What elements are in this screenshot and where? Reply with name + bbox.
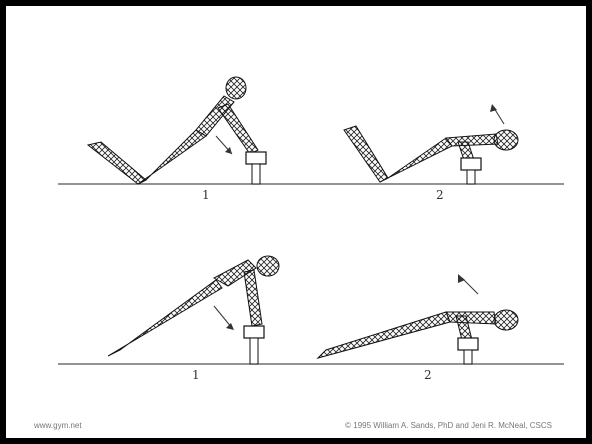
hand-block-left (246, 152, 266, 184)
down-arrow-icon (216, 136, 232, 154)
footer-source: www.gym.net (34, 421, 82, 430)
hand-block-right (461, 158, 481, 184)
bottom-exercise-row: 1 2 (6, 220, 586, 380)
figure-kneeling-start (88, 77, 258, 184)
down-arrow-icon (214, 306, 234, 330)
footer-copyright: © 1995 William A. Sands, PhD and Jeni R.… (345, 421, 552, 430)
up-arrow-icon (490, 104, 504, 124)
slide-page: 1 2 (6, 6, 586, 438)
bottom-row-illustration (6, 220, 586, 380)
step-label-2: 2 (424, 368, 432, 382)
up-arrow-icon (458, 274, 478, 294)
figure-kneeling-push (344, 126, 518, 182)
top-exercise-row: 1 2 (6, 42, 586, 202)
step-label-1: 1 (202, 188, 210, 202)
top-row-illustration (6, 42, 586, 202)
step-label-1: 1 (192, 368, 200, 382)
hand-block-right (458, 338, 478, 364)
step-label-2: 2 (436, 188, 444, 202)
hand-block-left (244, 326, 264, 364)
figure-full-push (318, 310, 518, 358)
